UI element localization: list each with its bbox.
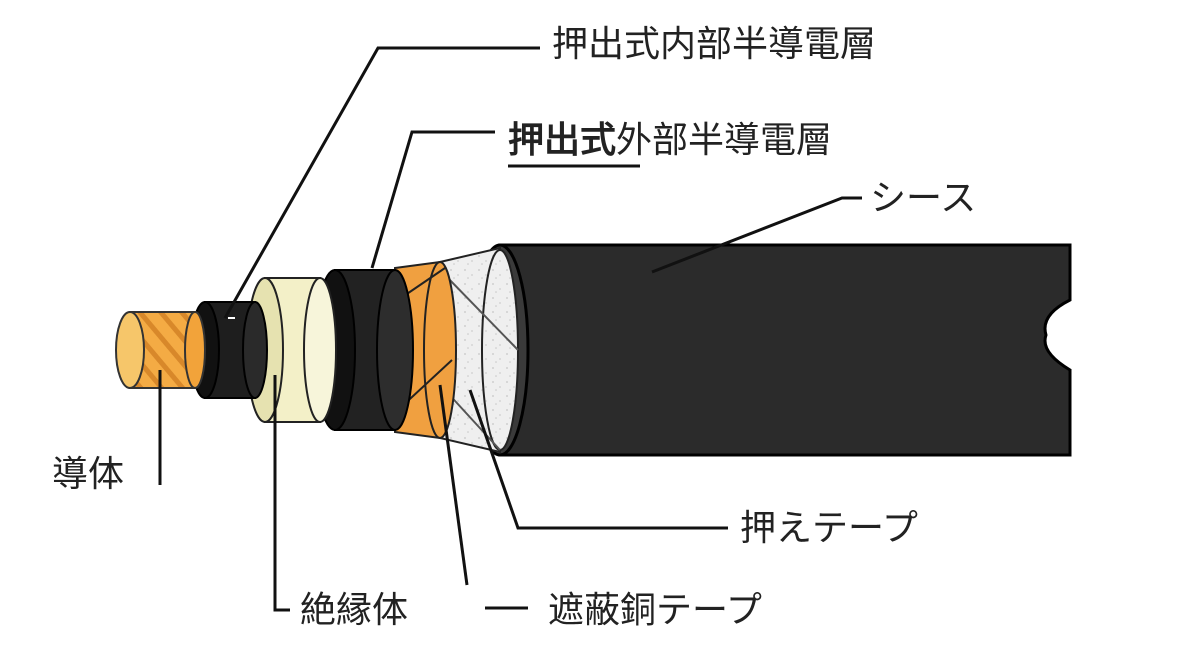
leader-outer-semiconductive xyxy=(370,130,495,269)
label-outer-prefix: 押出式 xyxy=(508,120,616,161)
label-copper-tape: 遮蔽銅テープ xyxy=(548,590,762,631)
label-conductor: 導体 xyxy=(52,454,124,495)
inner-semiconductive-layer xyxy=(190,301,268,399)
label-outer-suffix: 外部半導電層 xyxy=(616,120,832,161)
leader-sheath xyxy=(651,196,862,274)
leader-inner-semiconductive xyxy=(223,46,540,319)
sheath-layer xyxy=(470,243,1072,457)
leader-lines xyxy=(158,46,862,612)
label-sheath: シース xyxy=(870,178,976,219)
label-insulation: 絶縁体 xyxy=(300,590,408,631)
labels: 押出式内部半導電層 押出式外部半導電層 シース 導体 押えテープ 絶縁体 遮蔽銅… xyxy=(52,24,976,631)
leader-insulation xyxy=(273,375,290,612)
conductor xyxy=(115,311,206,389)
leader-binder-tape xyxy=(468,389,728,530)
binder-tape-layer xyxy=(439,246,519,454)
label-binder-tape: 押えテープ xyxy=(740,508,918,549)
leader-copper-tape xyxy=(438,384,469,586)
label-outer-semiconductive: 押出式外部半導電層 xyxy=(508,120,832,161)
label-inner-semiconductive: 押出式内部半導電層 xyxy=(552,24,876,65)
